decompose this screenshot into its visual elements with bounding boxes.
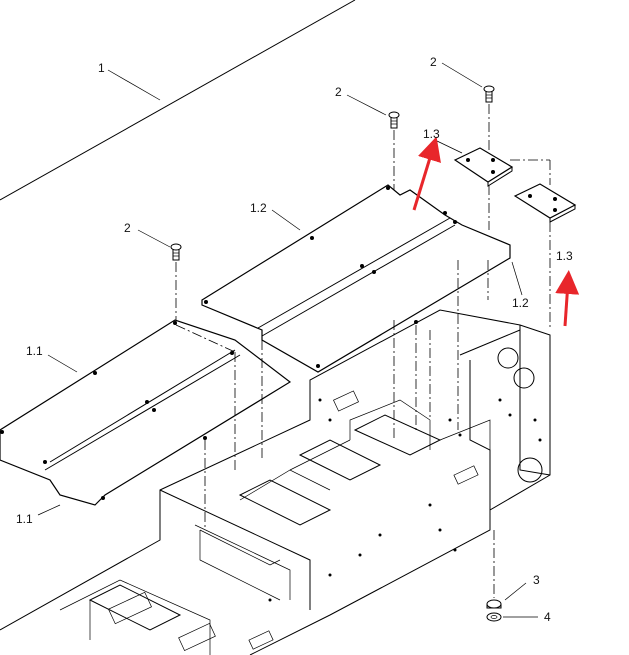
panel-1-2 [201, 184, 511, 373]
callout-4: 4 [544, 610, 551, 624]
screw-2-a [170, 243, 182, 261]
callout-labels: 1 2 2 2 1.1 1.1 1.2 1.2 1.3 1.3 3 4 [16, 55, 573, 624]
callout-1-3-right: 1.3 [556, 249, 573, 263]
washer-4 [486, 612, 502, 622]
callout-2-c: 2 [430, 55, 437, 69]
red-arrow-1 [412, 136, 441, 211]
callout-1-1-bottom: 1.1 [16, 512, 33, 526]
bracket-1-3-a [453, 147, 514, 187]
panel-1-1 [0, 319, 292, 506]
callout-1-2-right: 1.2 [512, 296, 529, 310]
nut-3 [486, 599, 502, 609]
red-arrow-2 [555, 270, 580, 327]
assembly-centerlines [175, 104, 551, 598]
callout-1-3-top: 1.3 [423, 127, 440, 141]
frame-outline [0, 0, 356, 201]
callout-1: 1 [98, 61, 105, 75]
callout-1-2-top: 1.2 [250, 201, 267, 215]
red-arrows [412, 136, 580, 327]
leader-lines [37, 62, 538, 618]
chassis-frame [0, 309, 551, 655]
callout-1-1-top: 1.1 [26, 344, 43, 358]
screw-2-c [483, 85, 495, 103]
callout-2-a: 2 [124, 221, 131, 235]
bracket-1-3-b [513, 183, 577, 223]
callout-3: 3 [533, 573, 540, 587]
screw-2-b [388, 111, 400, 129]
callout-2-b: 2 [335, 85, 342, 99]
